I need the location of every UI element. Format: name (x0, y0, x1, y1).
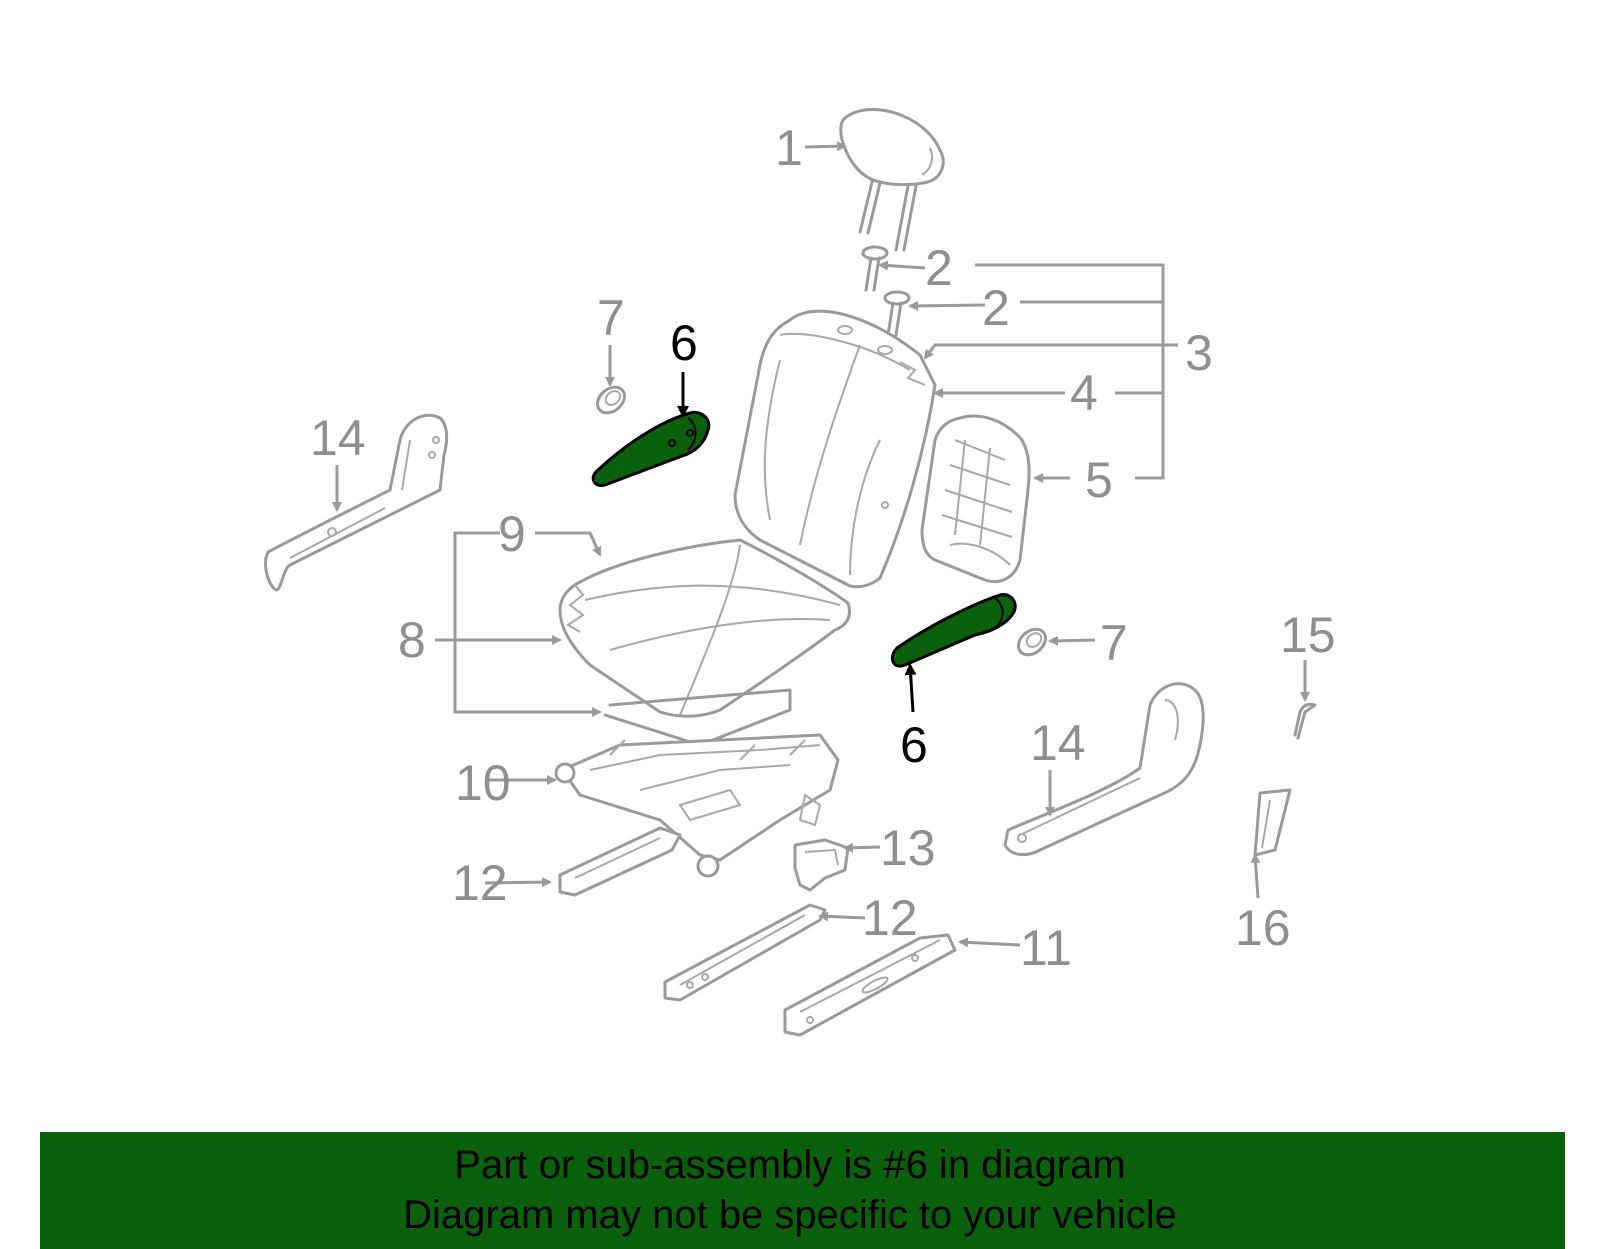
callout-13: 13 (880, 820, 936, 876)
clip-part (1293, 702, 1317, 740)
callout-10: 10 (455, 755, 511, 811)
banner-line-2: Diagram may not be specific to your vehi… (403, 1193, 1177, 1237)
side-cover-left-part (264, 413, 449, 592)
callout-14-right: 14 (1030, 715, 1086, 771)
callout-9: 9 (498, 506, 526, 562)
headrest-guide-part (861, 245, 911, 337)
callout-7-left: 7 (597, 290, 625, 346)
callout-16: 16 (1235, 900, 1291, 956)
callout-5: 5 (1085, 452, 1113, 508)
callout-12-left: 12 (452, 855, 508, 911)
callout-14-left: 14 (310, 410, 366, 466)
callout-7-right: 7 (1100, 615, 1128, 671)
callout-2-lower: 2 (982, 280, 1010, 336)
seat-frame-part (554, 733, 840, 878)
callout-6-lower: 6 (900, 717, 928, 773)
banner-line-1: Part or sub-assembly is #6 in diagram (454, 1143, 1126, 1187)
callout-8: 8 (398, 612, 426, 668)
callout-12-right: 12 (862, 890, 918, 946)
cap-part (596, 385, 1047, 657)
callout-15: 15 (1280, 607, 1336, 663)
callout-11: 11 (1020, 920, 1072, 976)
bracket-part (793, 838, 850, 892)
back-panel-part (920, 414, 1031, 584)
armrest-right-part (890, 593, 1017, 668)
seat-rail-part (783, 933, 957, 1037)
callout-4: 4 (1070, 365, 1098, 421)
callout-3: 3 (1185, 325, 1213, 381)
seat-parts-diagram: 1 2 2 3 4 5 6 6 7 7 8 9 10 11 12 12 13 1… (264, 108, 1336, 1037)
leader-lines (332, 141, 1310, 948)
callout-labels: 1 2 2 3 4 5 6 6 7 7 8 9 10 11 12 12 13 1… (310, 120, 1336, 976)
callout-2-upper: 2 (925, 240, 953, 296)
rail-cover-part (558, 826, 827, 1002)
trim-piece-part (1253, 788, 1292, 857)
seat-back-part (733, 309, 937, 589)
armrest-left-part (591, 410, 711, 488)
headrest-part (839, 108, 945, 252)
callout-1: 1 (775, 120, 803, 176)
part-info-banner: Part or sub-assembly is #6 in diagram Di… (40, 1132, 1565, 1249)
seat-cushion-part (558, 538, 851, 747)
callout-6-upper: 6 (670, 315, 698, 371)
